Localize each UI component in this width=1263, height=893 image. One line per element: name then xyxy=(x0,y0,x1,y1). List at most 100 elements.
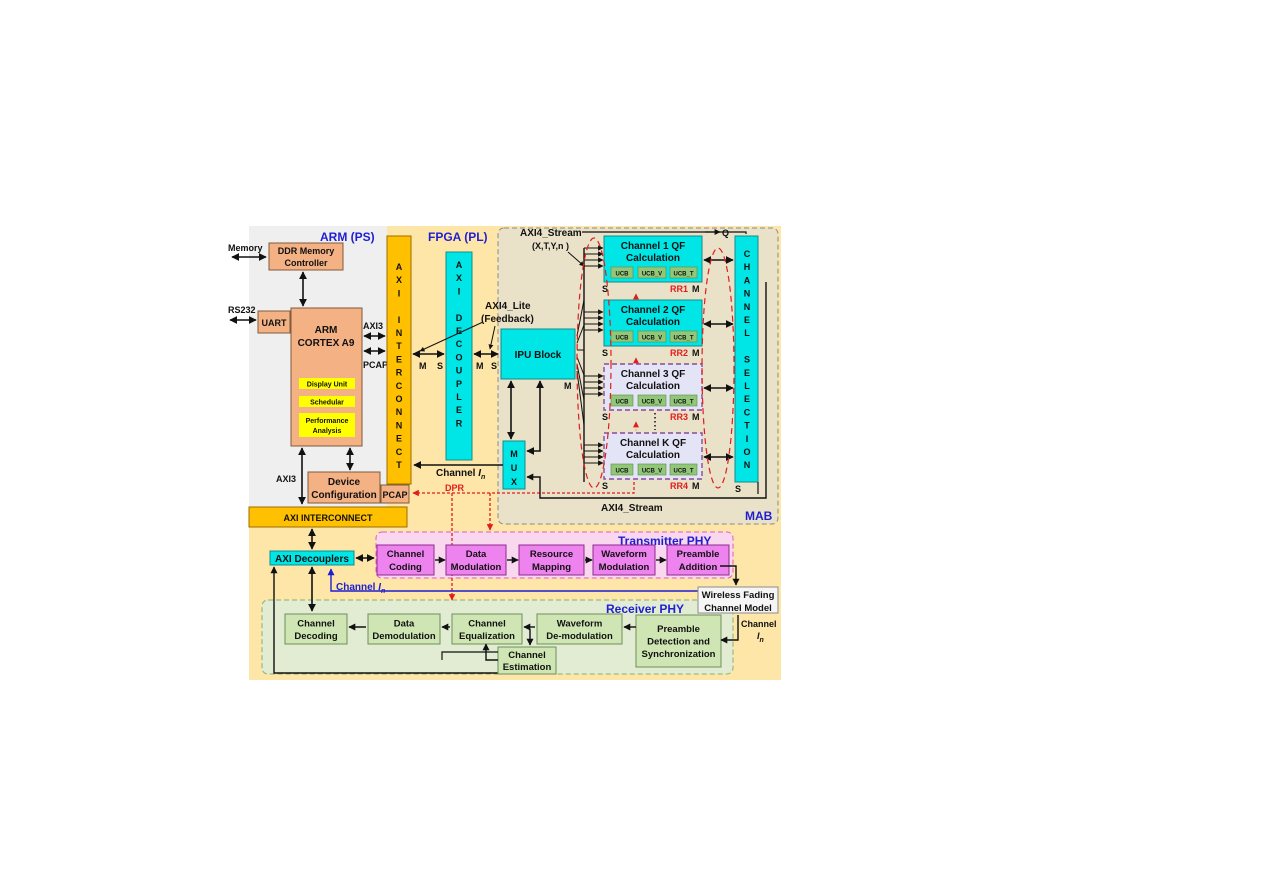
channel-selection-letter: H xyxy=(744,262,751,272)
rx-block-label: Data xyxy=(394,618,415,629)
tx-block xyxy=(592,544,656,576)
channel-selection-letter: N xyxy=(744,289,751,299)
wireless-channel-label-2: Channel Model xyxy=(704,603,772,614)
output-ellipse xyxy=(701,247,735,489)
axi-decouplers-box xyxy=(269,550,355,566)
axi4-stream-top-label-2: (X,T,Y,n ) xyxy=(532,241,569,251)
ucb-cell-label: UCB xyxy=(616,336,630,342)
channel-selection-letter: L xyxy=(744,328,750,338)
axi-decoupler-letter: E xyxy=(456,405,462,415)
channel-qf-subtitle: Calculation xyxy=(626,317,680,328)
axi-decoupler-letter: E xyxy=(456,326,462,336)
rx-block xyxy=(367,613,441,645)
channel-selection-letter: L xyxy=(744,381,750,391)
tx-block-label: Mapping xyxy=(532,562,571,573)
performance-box xyxy=(299,413,355,437)
tx-block-label: Addition xyxy=(679,562,718,573)
mab-title: MAB xyxy=(745,509,773,523)
axi-interconnect-letter: O xyxy=(395,394,402,404)
channel-qf-title: Channel 1 QF xyxy=(621,241,685,252)
channel-selection-letter: O xyxy=(743,447,750,457)
rx-block-label: Equalization xyxy=(459,631,515,642)
transmitter-blocks: ChannelCodingDataModulationResourceMappi… xyxy=(376,544,730,576)
axi-decoupler-letter: L xyxy=(456,392,462,402)
ucb-cell-label: UCB_T xyxy=(673,400,693,406)
ucb-cell xyxy=(610,463,634,476)
ipu-fan-line xyxy=(576,324,585,344)
axi-interconnect-letter: N xyxy=(396,328,403,338)
ucb-cell xyxy=(637,463,667,476)
ucb-cell xyxy=(610,330,634,343)
axi-interconnect-letter: E xyxy=(396,434,402,444)
axi4-lite-label-1: AXI4_Lite xyxy=(485,301,531,312)
display-unit-box xyxy=(299,378,355,389)
mux-letters: MUX xyxy=(510,449,518,487)
channel-selection-letter: E xyxy=(744,394,750,404)
rx-block-label: Channel xyxy=(468,618,505,629)
axi-interconnect-letter: N xyxy=(396,407,403,417)
tx-block xyxy=(376,544,435,576)
dpr-label: DPR xyxy=(445,483,465,493)
channel-qf-subtitle: Calculation xyxy=(626,253,680,264)
qf-s-label: S xyxy=(602,412,608,422)
arm-cortex-label-2: CORTEX A9 xyxy=(298,338,355,349)
channel-selection-letter: N xyxy=(744,460,751,470)
channel-qf-title: Channel 3 QF xyxy=(621,369,685,380)
channel-selection-letter: C xyxy=(744,249,751,259)
ucb-cell xyxy=(637,394,667,407)
tx-block xyxy=(445,544,507,576)
rx-block-label: Waveform xyxy=(557,618,603,629)
rr-label: RR4 xyxy=(670,481,688,491)
axi-interconnect-letter: C xyxy=(396,381,403,391)
axi-decoupler-letter: P xyxy=(456,379,462,389)
axi-interconnect-letter: T xyxy=(396,460,402,470)
ucb-cell xyxy=(669,463,698,476)
ucb-cell-label: UCB_V xyxy=(642,272,662,278)
ucb-cell-label: UCB xyxy=(616,272,630,278)
tx-block-label: Modulation xyxy=(451,562,502,573)
axi-interconnect-letter: N xyxy=(396,420,403,430)
rr-label: RR1 xyxy=(670,284,688,294)
ucb-cell xyxy=(610,266,634,279)
scheduler-label: Schedular xyxy=(310,400,344,407)
axi3-top-label: AXI3 xyxy=(363,321,383,331)
s-label-1: S xyxy=(437,361,443,371)
uart-box xyxy=(257,310,291,334)
qf-s-label: S xyxy=(602,481,608,491)
axi-interconnect-horizontal-label: AXI INTERCONNECT xyxy=(283,513,373,523)
axi-decoupler-letter: C xyxy=(456,339,463,349)
tx-block xyxy=(666,544,730,576)
input-ellipse xyxy=(576,237,612,489)
ddr-controller-label-2: Controller xyxy=(284,258,327,268)
ucb-cell-label: UCB_V xyxy=(642,469,662,475)
rx-block-label: Preamble xyxy=(657,624,700,635)
display-unit-label: Display Unit xyxy=(307,382,348,389)
axi-decoupler-letter: O xyxy=(455,352,462,362)
pcap-top-label: PCAP xyxy=(363,360,388,370)
rx-block xyxy=(451,613,523,645)
channel-in-mid-label: Channel In xyxy=(336,582,385,595)
axi-interconnect-letter: T xyxy=(396,341,402,351)
ddr-controller-box xyxy=(268,242,344,271)
channel-estimation-label-1: Channel xyxy=(508,650,545,661)
tx-block-label: Coding xyxy=(389,562,422,573)
axi-decoupler-letter: U xyxy=(456,366,463,376)
axi-decoupler-letter: X xyxy=(456,273,462,283)
q-label: Q xyxy=(722,228,729,238)
axi3-bottom-label: AXI3 xyxy=(276,474,296,484)
wireless-channel-box xyxy=(697,586,779,614)
rx-block xyxy=(635,614,722,668)
channel-selection-letter: S xyxy=(744,355,750,365)
wireless-channel-label-1: Wireless Fading xyxy=(702,590,775,601)
channel-selection-block xyxy=(734,235,759,483)
ucb-cell-label: UCB xyxy=(616,469,630,475)
rx-block-label: Demodulation xyxy=(372,631,436,642)
ucb-cell xyxy=(669,330,698,343)
rx-block xyxy=(284,613,348,645)
axi-decoupler-letter: A xyxy=(456,260,463,270)
rr-label: RR2 xyxy=(670,348,688,358)
mux-letter: U xyxy=(511,463,518,473)
tx-block-label: Data xyxy=(466,549,487,560)
rr-label: RR3 xyxy=(670,412,688,422)
